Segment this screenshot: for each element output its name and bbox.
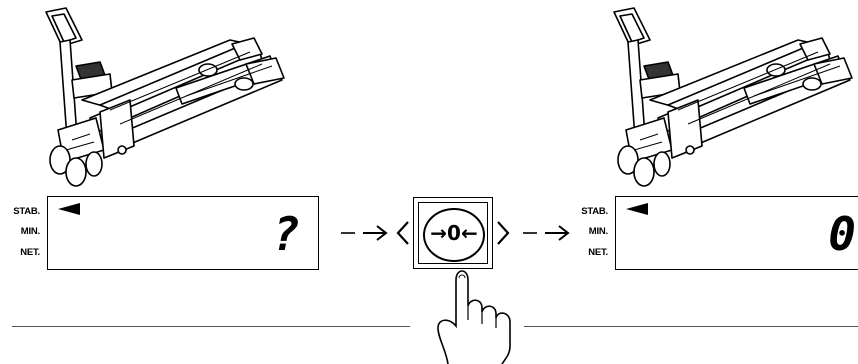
indicator-stab-label-left: STAB. <box>13 206 40 217</box>
divider-line-left <box>12 326 410 327</box>
stability-arrow-indicator <box>626 203 648 215</box>
indicator-stab-label-right: STAB. <box>581 206 608 217</box>
zero-key-label: →0← <box>430 221 478 245</box>
display-reading-before: ? <box>272 207 300 261</box>
pallet-truck-illustration-right <box>613 7 853 187</box>
pallet-truck-illustration-left <box>45 7 285 187</box>
divider-line-right <box>524 326 858 327</box>
indicator-min-label-left: MIN. <box>20 226 40 237</box>
zero-key-button[interactable]: →0← <box>423 208 485 262</box>
indicator-net-label-left: NET. <box>20 247 40 258</box>
display-reading-after: 0 <box>828 207 856 261</box>
weight-display-after: 0 <box>615 196 858 270</box>
indicator-net-label-right: NET. <box>588 247 608 258</box>
flow-arrow-2 <box>523 225 570 241</box>
flow-arrow-1 <box>341 225 388 241</box>
stability-arrow-indicator <box>58 203 80 215</box>
chevron-right-icon <box>497 221 510 245</box>
chevron-left-icon <box>396 221 409 245</box>
indicator-min-label-right: MIN. <box>588 226 608 237</box>
finger-press-icon <box>437 270 511 364</box>
zero-key-panel: →0← <box>413 197 493 269</box>
weight-display-before: ? <box>47 196 319 270</box>
